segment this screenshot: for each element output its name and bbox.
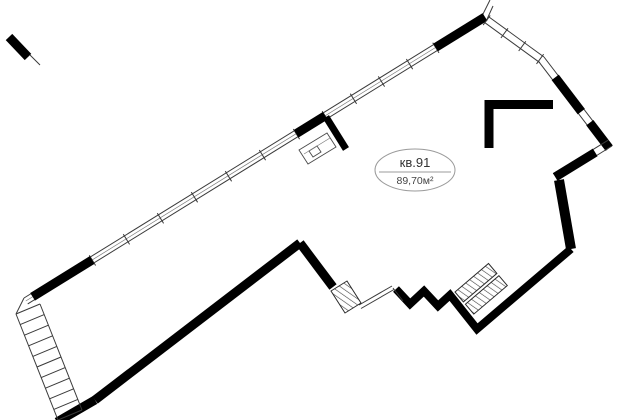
apartment-label-bubble [374,148,456,192]
apartment-area: 89,70м² [397,175,434,187]
service-shafts-hatched [454,262,509,315]
corner-fragment-topleft [5,33,41,66]
window-band-top [23,0,494,305]
entrance-niche-wall [393,245,574,335]
bathroom-walls [484,100,553,148]
staircase [15,297,83,420]
hall-partition [358,285,404,309]
column-hatched [330,280,362,314]
wall-bottom [54,239,337,420]
wall-right-pier [554,179,576,250]
kitchen-fixture [298,132,337,165]
apartment-number: кв.91 [400,155,431,170]
apartment-label: кв.91 89,70м² [374,148,456,192]
interior-wall-stub [323,115,349,151]
exterior-wall-segments-top [30,13,488,301]
door-leaf [392,287,404,302]
window-band-right [482,15,545,65]
exterior-wall-right [538,56,613,151]
exterior-wall-right-corner [552,139,613,181]
